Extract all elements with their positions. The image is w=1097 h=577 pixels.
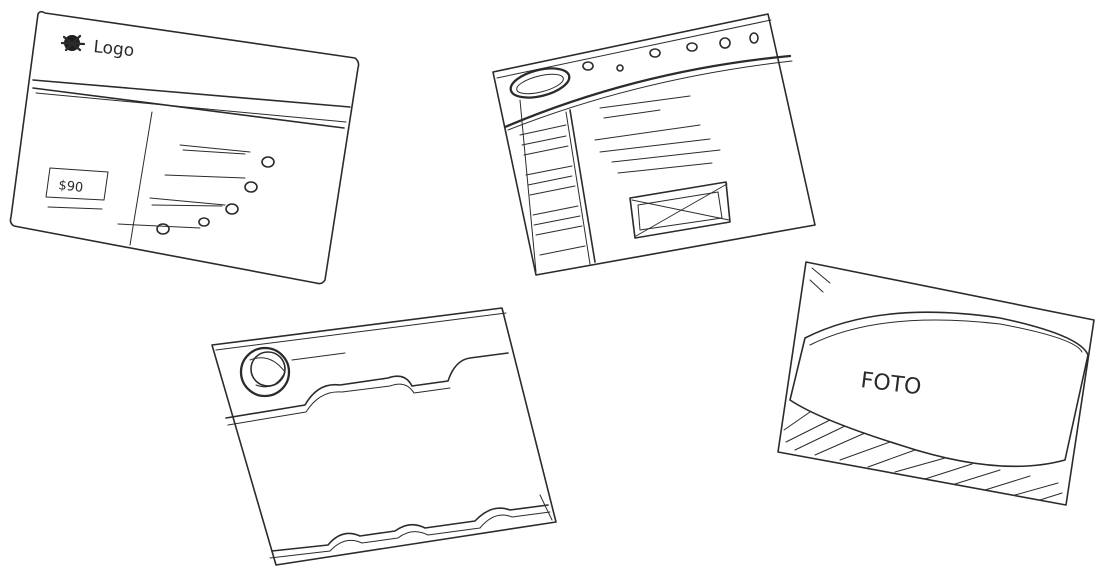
sketch-1-logo-icon bbox=[62, 35, 84, 51]
sketch-1-price-label: $90 bbox=[58, 178, 84, 196]
sketch-1-list bbox=[118, 145, 274, 234]
sketch-4-card-outline bbox=[778, 262, 1094, 505]
sketch-2-wireframe bbox=[493, 14, 815, 275]
sketch-4-photo-label: FOTO bbox=[859, 368, 922, 400]
sketch-2-card-outline bbox=[493, 14, 815, 275]
sketch-4-photo-ellipse bbox=[790, 312, 1088, 466]
sketch-4-bottom-hatching bbox=[784, 412, 1062, 500]
sketch-1-card-outline bbox=[10, 12, 358, 284]
sketch-2-text-lines bbox=[595, 96, 720, 173]
sketch-1-logo-label: Logo bbox=[92, 37, 135, 61]
sketch-2-logo-icon bbox=[508, 63, 573, 103]
sketch-4-wireframe: FOTO bbox=[778, 262, 1094, 505]
sketch-4-top-hatching bbox=[810, 268, 830, 292]
sketch-3-wireframe bbox=[212, 308, 556, 565]
sketch-2-image-placeholder bbox=[630, 182, 730, 238]
sketch-3-card-outline bbox=[212, 308, 556, 565]
sketch-1-wireframe: Logo $90 bbox=[10, 12, 358, 284]
sketch-2-nav-dots bbox=[583, 33, 758, 71]
sketch-3-logo-icon bbox=[241, 348, 345, 396]
